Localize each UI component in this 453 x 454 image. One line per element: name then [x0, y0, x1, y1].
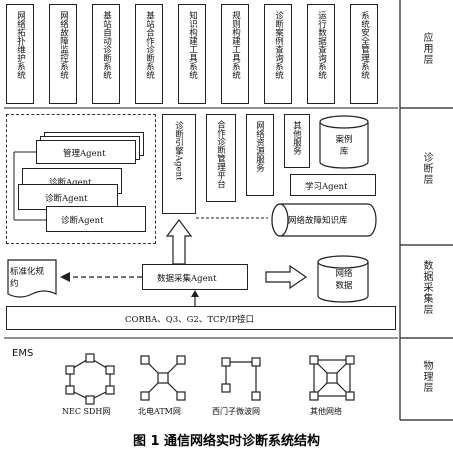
other-services: 其他服务 — [284, 114, 310, 168]
fault-knowledge-base-cylinder — [271, 203, 377, 237]
app-system-rule-tool: 规则构建工具系统 — [221, 4, 249, 104]
diag-agent-box-mid: 诊断Agent — [18, 184, 118, 210]
management-agent-box: 管理Agent — [36, 140, 136, 164]
network-resource-label: 网络资源服务 — [254, 121, 265, 172]
standardize-protocol-shape — [7, 259, 57, 298]
layer-label-application: 应用层 — [421, 32, 432, 65]
layer-label-physical: 物理层 — [421, 360, 432, 393]
case-library-cylinder — [319, 115, 369, 169]
case-library-label: 案例库 — [335, 135, 353, 157]
app-system-label: 网络故障监控系统 — [58, 11, 69, 79]
collab-diagnosis-platform: 合作诊断管理平台 — [206, 114, 236, 202]
app-system-label: 系统安全管理系统 — [359, 11, 370, 79]
app-system-label: 知识构建工具系统 — [187, 11, 198, 79]
other-services-label: 其他服务 — [291, 121, 302, 155]
app-system-label: 规则构建工具系统 — [230, 11, 241, 79]
arrow-collector-to-engine — [165, 219, 193, 265]
diag-agent-label: 诊断Agent — [61, 216, 104, 226]
app-system-label: 运行数据查询系统 — [316, 11, 327, 79]
network-label-nec-sdh: NEC SDH网 — [62, 407, 111, 416]
layer-label-diagnosis: 诊断层 — [421, 152, 432, 185]
layer-label-data-collection: 数据采集层 — [421, 260, 432, 315]
data-collection-agent-label: 数据采集Agent — [157, 274, 217, 284]
network-resource-service: 网络资源服务 — [246, 114, 274, 196]
network-data-cylinder — [317, 255, 369, 303]
collab-diagnosis-label: 合作诊断管理平台 — [215, 120, 226, 188]
nortel-atm-network-graphic — [140, 355, 186, 401]
management-agent-label: 管理Agent — [63, 149, 106, 159]
diag-agent-label: 诊断Agent — [45, 194, 88, 204]
app-system-collab-diagnosis: 基站合作诊断系统 — [135, 4, 163, 104]
app-system-label: 基站自动诊断系统 — [101, 11, 112, 79]
network-label-other: 其他网络 — [310, 407, 342, 416]
interface-bar: CORBA、Q3、G2、TCP/IP接口 — [6, 306, 396, 330]
diagnosis-engine-label: 诊断引擎Agent — [173, 121, 184, 181]
learning-agent: 学习Agent — [290, 174, 376, 196]
other-network-graphic — [309, 355, 355, 401]
fault-knowledge-base-label: 网络故障知识库 — [288, 216, 348, 226]
interface-bar-label: CORBA、Q3、G2、TCP/IP接口 — [125, 315, 255, 325]
app-system-label: 诊断案例查询系统 — [273, 11, 284, 79]
network-data-label: 网络数据 — [335, 269, 353, 291]
app-system-label: 基站合作诊断系统 — [144, 11, 155, 79]
standardize-protocol-label: 标准化规约 — [10, 267, 45, 289]
diagnosis-engine-agent: 诊断引擎Agent — [162, 114, 196, 214]
app-system-runtime-query: 运行数据查询系统 — [307, 4, 335, 104]
agent-group-container — [6, 114, 156, 244]
diag-agent-box-front: 诊断Agent — [46, 206, 146, 232]
app-system-knowledge-tool: 知识构建工具系统 — [178, 4, 206, 104]
app-system-fault-monitor: 网络故障监控系统 — [49, 4, 77, 104]
data-collection-agent: 数据采集Agent — [142, 264, 248, 290]
network-label-siemens-microwave: 西门子微波网 — [212, 407, 260, 416]
ems-label: EMS — [12, 348, 34, 359]
app-system-case-query: 诊断案例查询系统 — [264, 4, 292, 104]
arrow-collector-to-network-data — [265, 264, 308, 290]
app-system-topology: 网络拓扑维护系统 — [6, 4, 34, 104]
nec-sdh-network-graphic — [65, 353, 115, 405]
figure-caption: 图 1 通信网络实时诊断系统结构 — [132, 434, 321, 449]
standardize-protocol: 标准化规约 — [6, 258, 58, 298]
app-system-security: 系统安全管理系统 — [350, 4, 378, 104]
app-system-auto-diagnosis: 基站自动诊断系统 — [92, 4, 120, 104]
network-label-nortel-atm: 北电ATM网 — [138, 407, 181, 416]
siemens-microwave-network-graphic — [221, 357, 261, 401]
diag-agent-label: 诊断Agent — [49, 178, 92, 188]
app-system-label: 网络拓扑维护系统 — [15, 11, 26, 79]
learning-agent-label: 学习Agent — [305, 182, 348, 192]
